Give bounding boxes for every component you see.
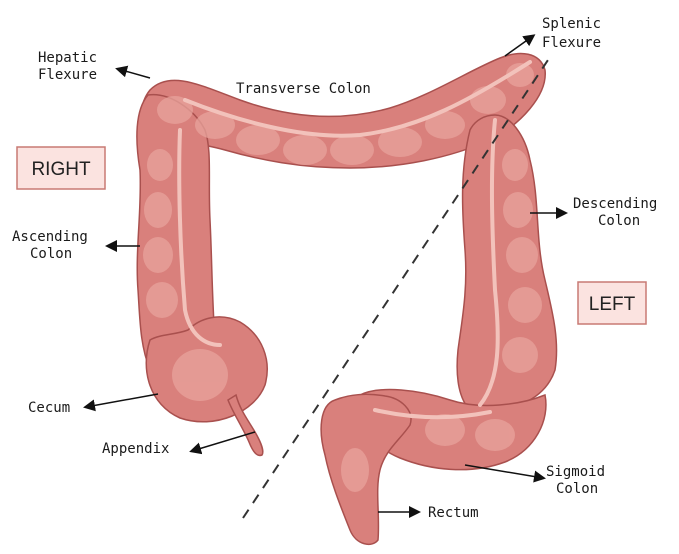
hepatic-flexure-label-line2: Flexure [38, 67, 97, 83]
splenic-flexure-label-line1: Splenic [542, 16, 601, 32]
left-side-label: LEFT [589, 294, 636, 315]
right-side-box: RIGHT [17, 147, 105, 189]
appendix-label: Appendix [102, 441, 169, 457]
sigmoid-colon-label-line1: Sigmoid [546, 464, 605, 480]
descending-colon-label-line1: Descending [573, 196, 657, 212]
right-side-label: RIGHT [31, 159, 91, 180]
ascending-colon-label-line2: Colon [30, 246, 72, 262]
ascending-colon-label-line1: Ascending [12, 229, 88, 245]
rectum-label: Rectum [428, 505, 479, 521]
transverse-colon-label: Transverse Colon [236, 81, 371, 97]
hepatic-flexure-label-line1: Hepatic [38, 50, 97, 66]
sigmoid-colon-label-line2: Colon [556, 481, 598, 497]
left-side-box: LEFT [578, 282, 646, 324]
splenic-flexure-label-line2: Flexure [542, 35, 601, 51]
descending-colon-label-line2: Colon [598, 213, 640, 229]
cecum-label: Cecum [28, 400, 70, 416]
